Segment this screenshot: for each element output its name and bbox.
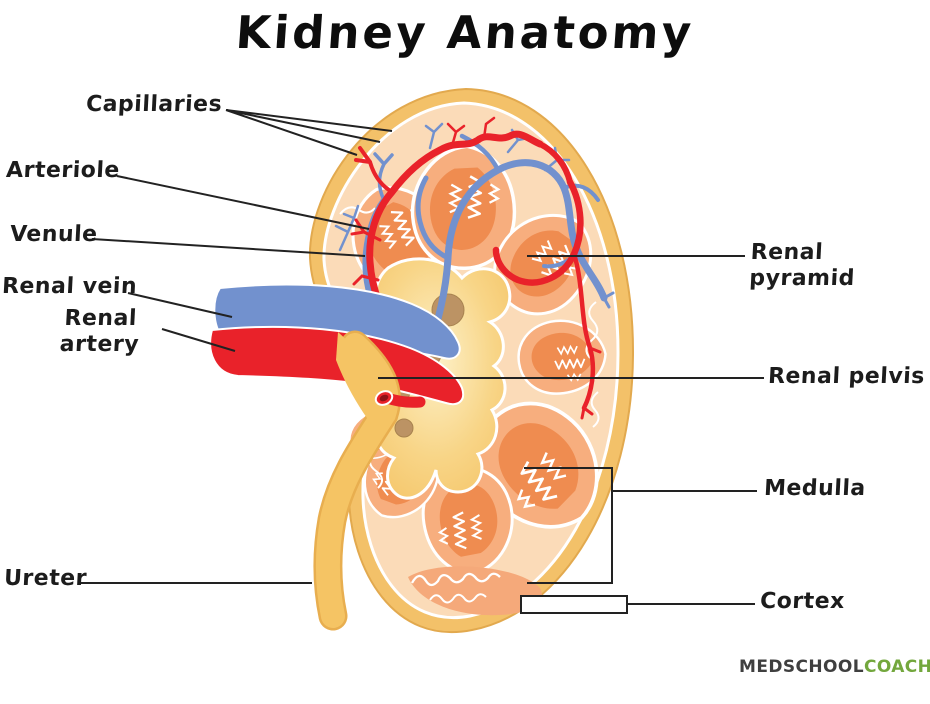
logo-text: MEDSCHOOLCOACH [739, 657, 930, 677]
cortex-texture [339, 206, 600, 616]
label-renal-vein: Renal vein [1, 274, 138, 299]
label-renal-artery: Renal artery [59, 306, 140, 358]
page-title: Kidney Anatomy [234, 6, 696, 59]
label-ureter: Ureter [3, 566, 88, 591]
leader-renal-vein [127, 292, 233, 318]
medulla-bracket [524, 467, 613, 584]
renal-artery-cut-end [374, 390, 426, 408]
medschoolcoach-logo: MEDSCHOOLCOACH [735, 645, 930, 697]
ureter-tube [313, 330, 401, 631]
leader-capillaries [225, 109, 393, 156]
logo-text-medschool: MEDSCHOOL [739, 657, 864, 677]
label-renal-pelvis: Renal pelvis [767, 364, 926, 389]
label-medulla: Medulla [763, 476, 867, 501]
label-venule: Venule [9, 222, 99, 247]
cortex-marker-box [520, 595, 628, 614]
label-capillaries: Capillaries [85, 92, 223, 117]
label-cortex: Cortex [759, 589, 846, 614]
label-renal-pyramid: Renal pyramid [748, 240, 856, 292]
leader-venule [91, 238, 366, 257]
renal-artery-vessel [209, 325, 465, 406]
leader-lines [78, 109, 764, 614]
logo-text-coach: COACH [863, 657, 930, 677]
leader-renal-artery [161, 328, 236, 352]
label-arteriole: Arteriole [5, 158, 121, 183]
leader-arteriole [116, 175, 370, 230]
